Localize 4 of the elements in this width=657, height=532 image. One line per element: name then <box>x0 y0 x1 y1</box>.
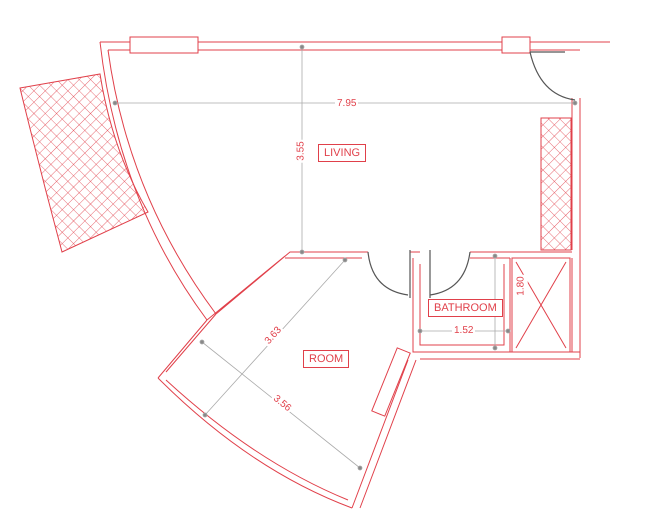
room-label: ROOM <box>303 350 350 368</box>
room-label: BATHROOM <box>428 299 503 317</box>
room-label: LIVING <box>318 144 366 162</box>
dimension-label: 1.80 <box>516 274 528 298</box>
